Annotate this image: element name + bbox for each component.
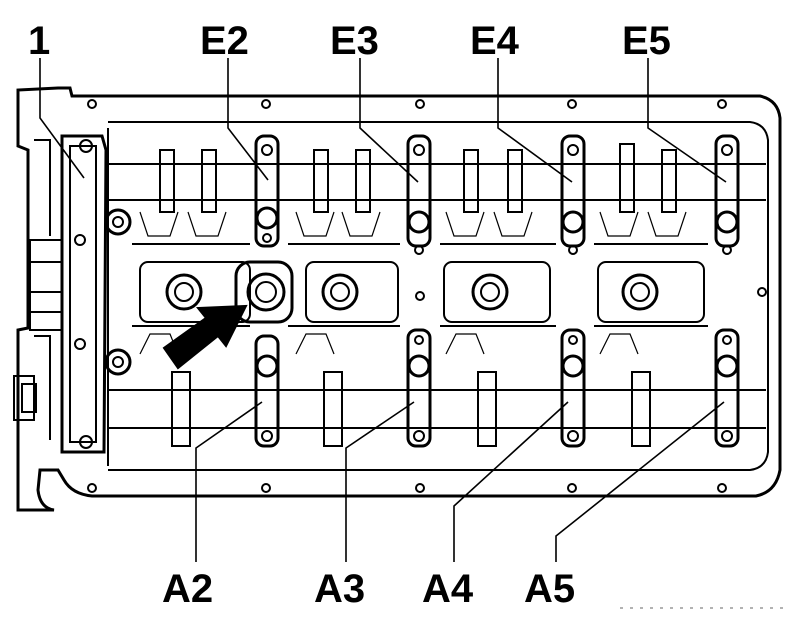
label-e3: E3 (330, 19, 379, 63)
intake-camshaft (108, 143, 766, 213)
callout-labels: 1 E2 E3 E4 E5 A2 A3 A4 A5 (28, 19, 671, 611)
cylinder-head-outline (16, 86, 782, 512)
label-part-1: 1 (28, 19, 50, 63)
spark-plug-bores (139, 260, 705, 324)
exhaust-camshaft (108, 371, 766, 447)
direction-arrow-icon (162, 304, 248, 370)
label-e4: E4 (470, 19, 520, 63)
leader-lines (39, 58, 727, 562)
label-a5: A5 (524, 567, 575, 611)
label-a3: A3 (314, 567, 365, 611)
front-bearing-cap (13, 134, 132, 454)
label-e5: E5 (622, 19, 671, 63)
rocker-arms (132, 211, 708, 355)
label-e2: E2 (200, 19, 249, 63)
bearing-caps (254, 134, 740, 448)
label-a2: A2 (162, 567, 213, 611)
label-a4: A4 (422, 567, 474, 611)
